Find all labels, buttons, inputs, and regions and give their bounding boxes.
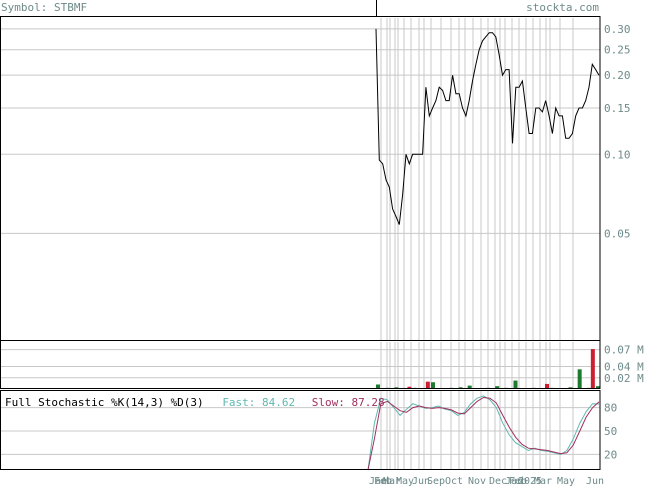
stochastic-tick-label: 50 (604, 425, 617, 438)
volume-tick-label: 0.07 M (604, 344, 644, 357)
x-tick-label: May (396, 476, 414, 486)
volume-bar-down (545, 383, 549, 389)
price-line (375, 28, 600, 225)
x-tick-label: Jun (412, 476, 430, 486)
volume-bar-up (431, 382, 435, 389)
site-name[interactable]: stockta.com (526, 1, 599, 14)
x-tick-label: Dec (489, 476, 507, 486)
volume-bar-up (577, 369, 582, 389)
price-tick-label: 0.15 (604, 102, 631, 115)
price-panel-frame (0, 16, 601, 341)
volume-tick-label: 0.04 M (604, 361, 644, 374)
symbol-label: Symbol: STBMF (1, 1, 88, 14)
volume-tick-label: 0.02 M (604, 372, 644, 385)
price-tick-label: 0.20 (604, 69, 631, 82)
x-tick-label: Jan (369, 476, 387, 486)
x-tick-label: Mar (534, 476, 552, 486)
volume-bar-up (513, 380, 518, 389)
volume-panel-frame (0, 340, 601, 389)
x-tick-label: Feb (509, 476, 527, 486)
x-tick-label: Oct (445, 476, 463, 486)
x-tick-label: Nov (468, 476, 486, 486)
volume-bar-down (590, 349, 595, 389)
volume-bar-up (596, 386, 600, 389)
x-tick-label: Jan (505, 476, 523, 486)
x-tick-label: Sep (427, 476, 445, 486)
stochastic-panel-frame (0, 390, 601, 470)
price-tick-label: 0.10 (604, 148, 631, 161)
stochastic-tick-label: 80 (604, 402, 617, 415)
volume-bar-up (467, 385, 472, 389)
volume-bar-down (407, 386, 412, 389)
fast-value: Fast: 84.62 (222, 396, 296, 409)
stochastic-fast-line (367, 395, 600, 471)
stochastic-tick-label: 20 (604, 448, 617, 461)
price-tick-label: 0.25 (604, 44, 631, 57)
x-tick-label: Feb (374, 476, 392, 486)
volume-bar-up (376, 384, 380, 389)
x-tick-label: May (557, 476, 575, 486)
stochastic-slow-line (367, 396, 600, 471)
slow-value: Slow: 87.28 (311, 396, 385, 409)
price-tick-label: 0.05 (604, 227, 631, 240)
x-tick-label: Jun (586, 476, 604, 486)
volume-bar-up (495, 386, 500, 389)
price-tick-label: 0.30 (604, 23, 631, 36)
volume-bar-down (425, 381, 430, 389)
x-tick-label: 2025 (518, 476, 542, 486)
x-tick-label: Mar (383, 476, 401, 486)
stochastic-title: Full Stochastic %K(14,3) %D(3) (5, 396, 204, 409)
